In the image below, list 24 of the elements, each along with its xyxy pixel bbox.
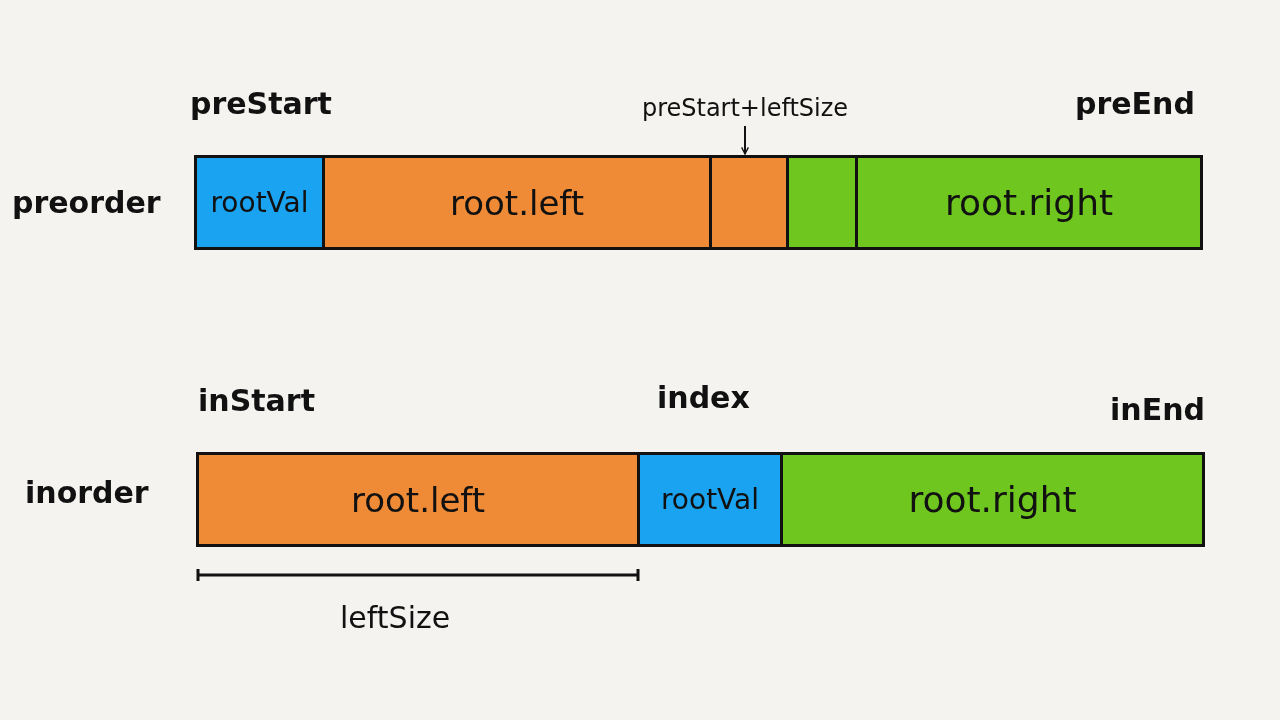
segment-label: rootVal	[210, 186, 309, 219]
index-label: preStart	[190, 86, 332, 121]
array-segment	[786, 155, 858, 250]
segment-label: root.left	[350, 479, 485, 520]
array-segment	[709, 155, 789, 250]
segment-label: root.right	[908, 479, 1077, 520]
index-label: index	[657, 380, 750, 415]
pointer-arrow	[741, 125, 749, 155]
row-label: preorder	[12, 185, 161, 220]
array-segment	[322, 155, 712, 250]
row-label: inorder	[25, 475, 149, 510]
segment-label: root.right	[944, 182, 1114, 223]
index-label: inEnd	[1110, 392, 1205, 427]
index-label: leftSize	[340, 600, 451, 635]
array-segment	[637, 452, 783, 547]
array-segment	[194, 155, 325, 250]
segment-label: root.left	[449, 182, 584, 223]
segment-label: rootVal	[660, 483, 760, 516]
index-label: preEnd	[1075, 86, 1195, 121]
segment-label: preStart+leftSize	[641, 94, 849, 122]
array-segment	[196, 452, 640, 547]
array-segment	[855, 155, 1203, 250]
index-label: inStart	[198, 383, 315, 418]
array-segment	[780, 452, 1205, 547]
